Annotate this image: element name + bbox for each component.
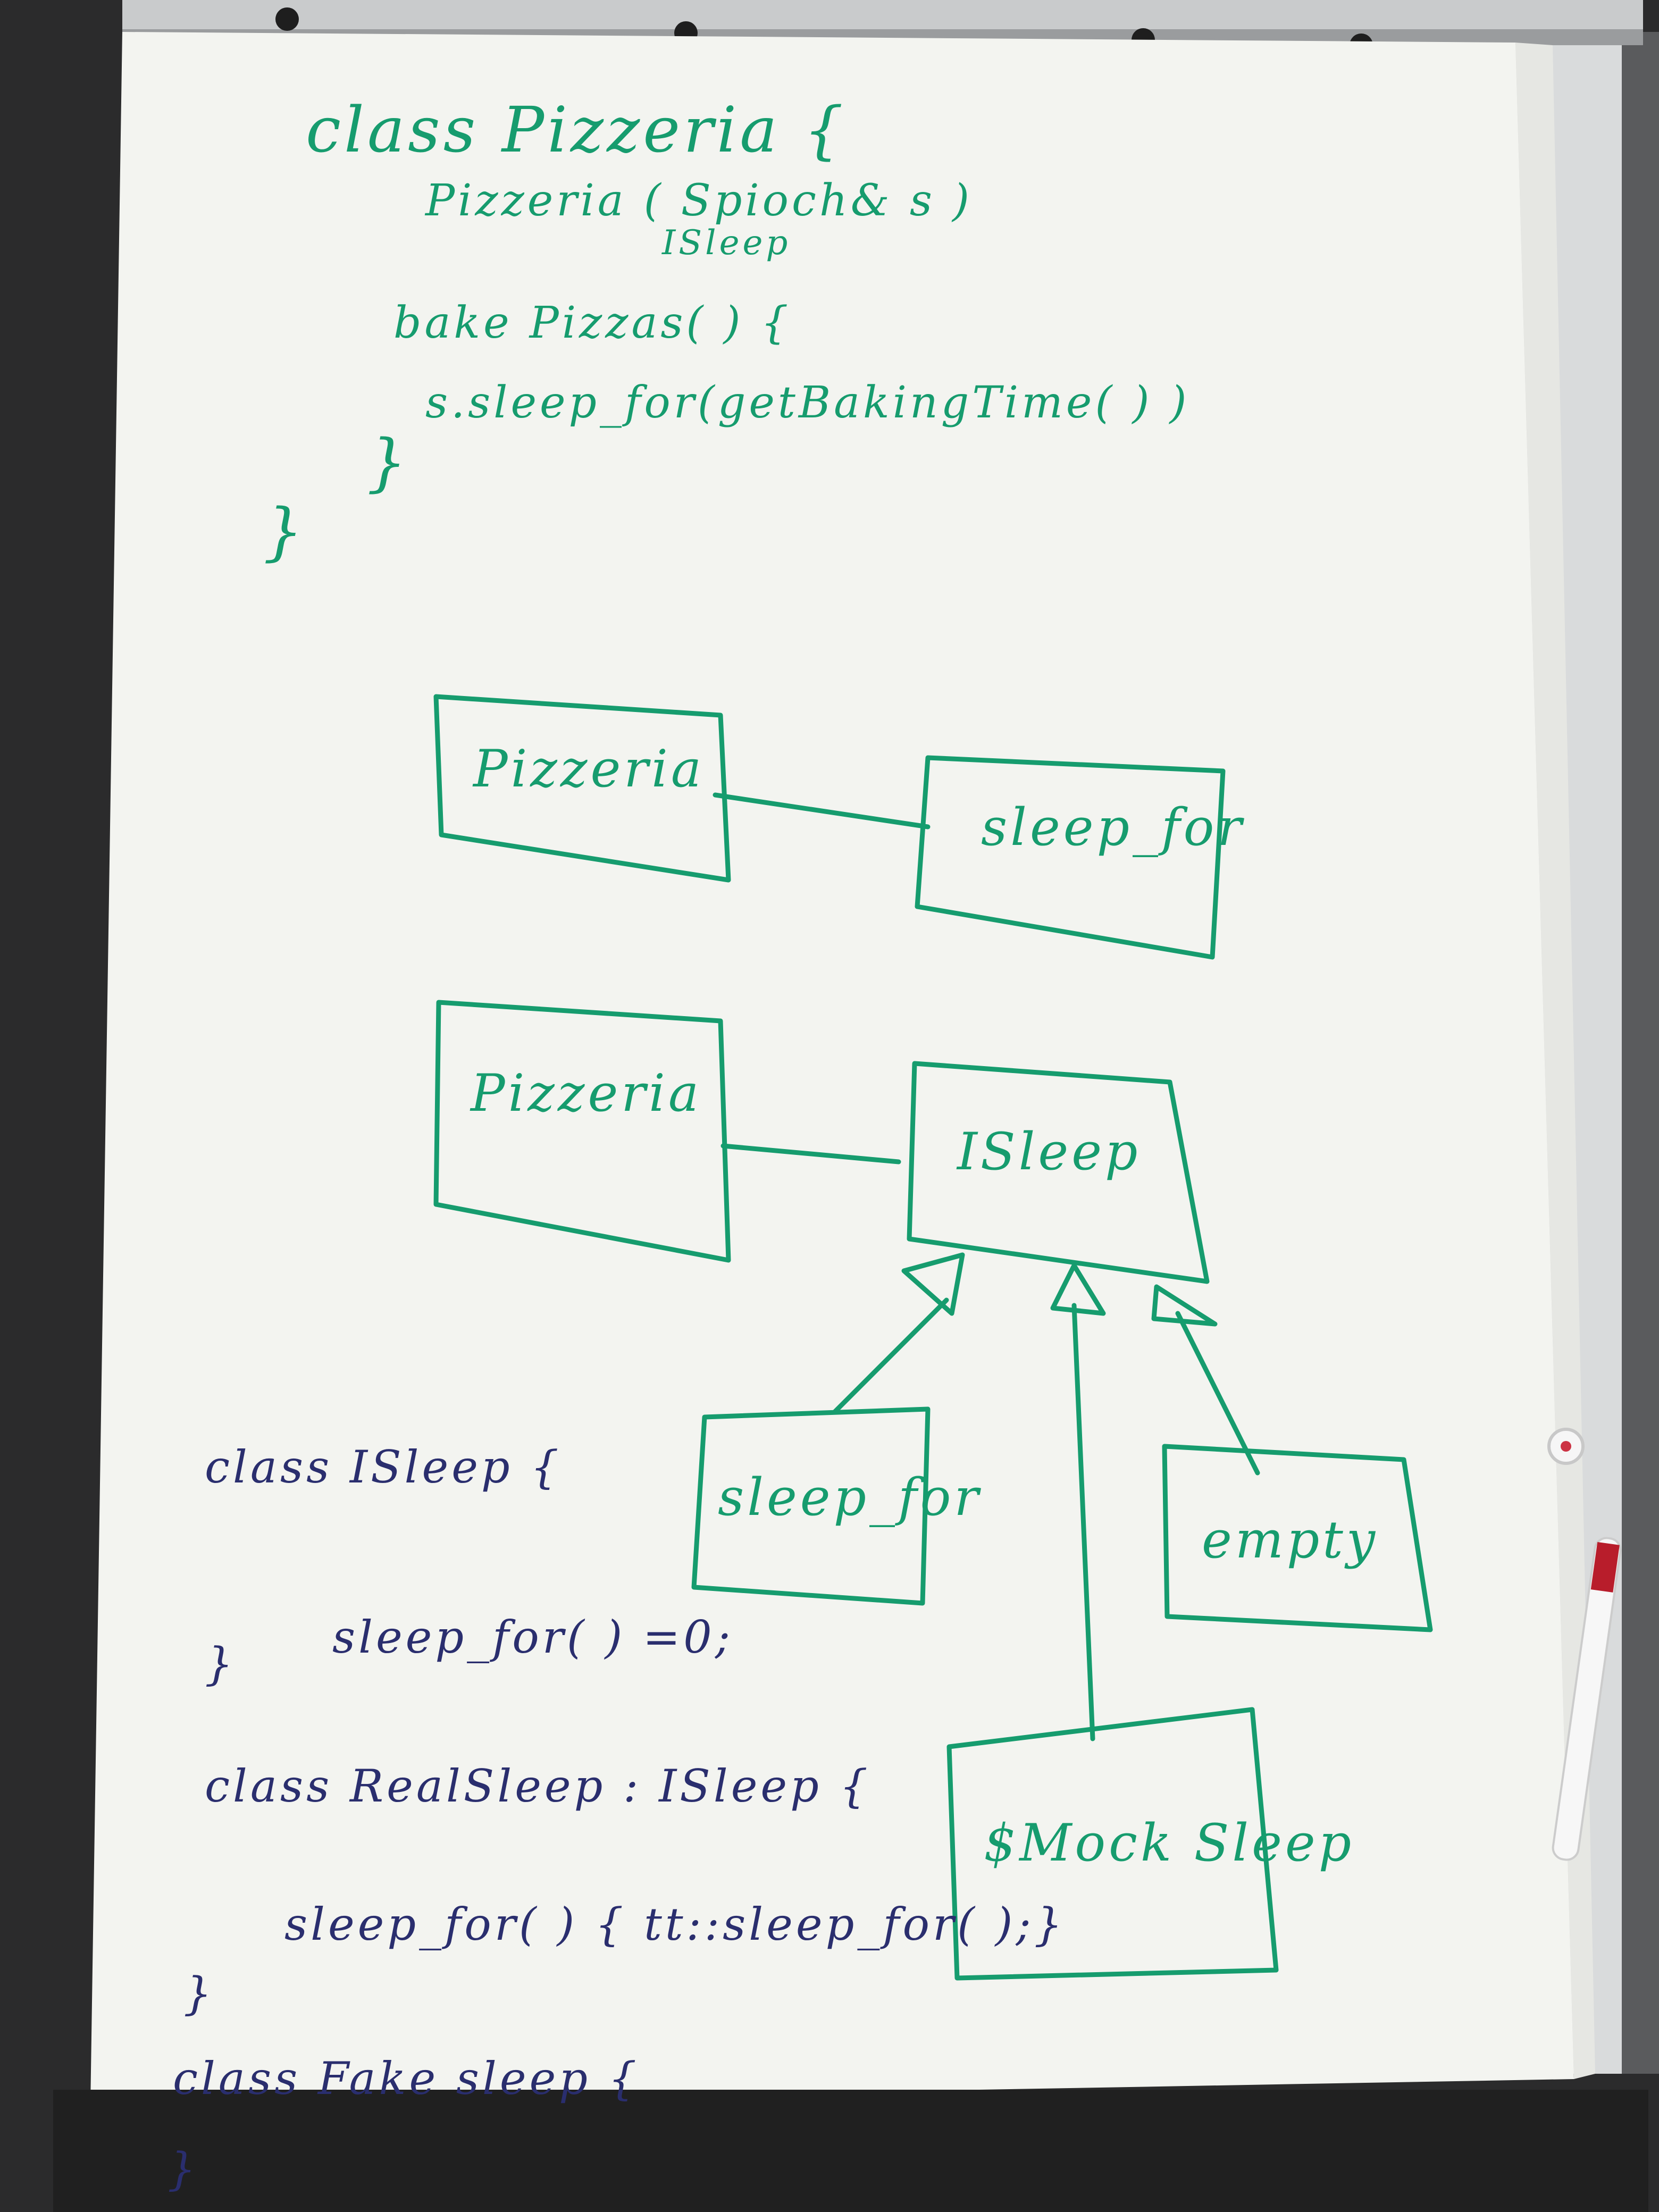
label-pizzeria-1: Pizzeria: [473, 739, 705, 799]
inherit-arrow-sleep-for: [901, 1252, 965, 1316]
paper-sheet-edge: [1515, 43, 1595, 2079]
box-sleep-for-2: [691, 1406, 931, 1606]
box-empty: [1162, 1444, 1433, 1632]
code-bake-pizzas: bake Pizzas( ) {: [393, 298, 792, 348]
code-constructor-note: ISleep: [662, 223, 791, 263]
association-line-2: [720, 1143, 901, 1164]
code-close-brace-isleep: }: [205, 1638, 237, 1690]
code-pure-virtual: sleep_for( ) =0;: [332, 1611, 734, 1663]
inherit-arrow-mock-sleep: [1050, 1263, 1106, 1316]
paper-sheet: [90, 32, 1574, 2106]
code-realsleep-impl: sleep_for( ) { tt::sleep_for( );}: [284, 1898, 1066, 1950]
inherit-line-mock-sleep: [1071, 1303, 1095, 1741]
code-close-brace-fakesleep: }: [167, 2143, 199, 2195]
code-sleep-call: s.sleep_for(getBakingTime( ) ): [425, 378, 1190, 428]
marker-pen-cap: [1590, 1541, 1620, 1593]
code-class-realsleep: class RealSleep : ISleep {: [205, 1760, 872, 1812]
code-constructor: Pizzeria ( Spioch& s ): [425, 175, 973, 226]
code-close-brace-outer: }: [263, 495, 307, 568]
marker-pen: [1552, 1537, 1622, 1861]
inherit-line-empty: [1175, 1311, 1260, 1476]
code-class-isleep: class ISleep {: [205, 1441, 562, 1493]
code-close-brace-realsleep: }: [183, 1967, 215, 2020]
inherit-line-sleep-for: [832, 1297, 949, 1414]
whiteboard-frame: [1622, 32, 1659, 2074]
code-class-fakesleep: class Fake sleep {: [173, 2052, 640, 2105]
box-pizzeria-2: [433, 1000, 731, 1263]
tray: [53, 2090, 1648, 2212]
box-sleep-for-1: [915, 755, 1226, 960]
association-line-1: [713, 792, 931, 830]
code-class-pizzeria: class Pizzeria {: [306, 93, 847, 166]
label-sleep-for-1: sleep_for: [981, 798, 1245, 857]
code-close-brace-inner: }: [367, 425, 410, 499]
box-isleep: [907, 1061, 1210, 1284]
magnet-dot: [1561, 1441, 1571, 1452]
label-isleep: ISleep: [957, 1122, 1141, 1182]
box-pizzeria-1: [433, 694, 731, 883]
label-mock-sleep: $Mock Sleep: [984, 1813, 1355, 1873]
clamp-peg: [275, 7, 299, 31]
label-pizzeria-2: Pizzeria: [471, 1063, 702, 1123]
label-sleep-for-2: sleep_for: [718, 1468, 982, 1527]
box-mock-sleep: [946, 1707, 1279, 1981]
inherit-arrow-empty: [1151, 1284, 1218, 1327]
label-empty: empty: [1202, 1510, 1379, 1570]
